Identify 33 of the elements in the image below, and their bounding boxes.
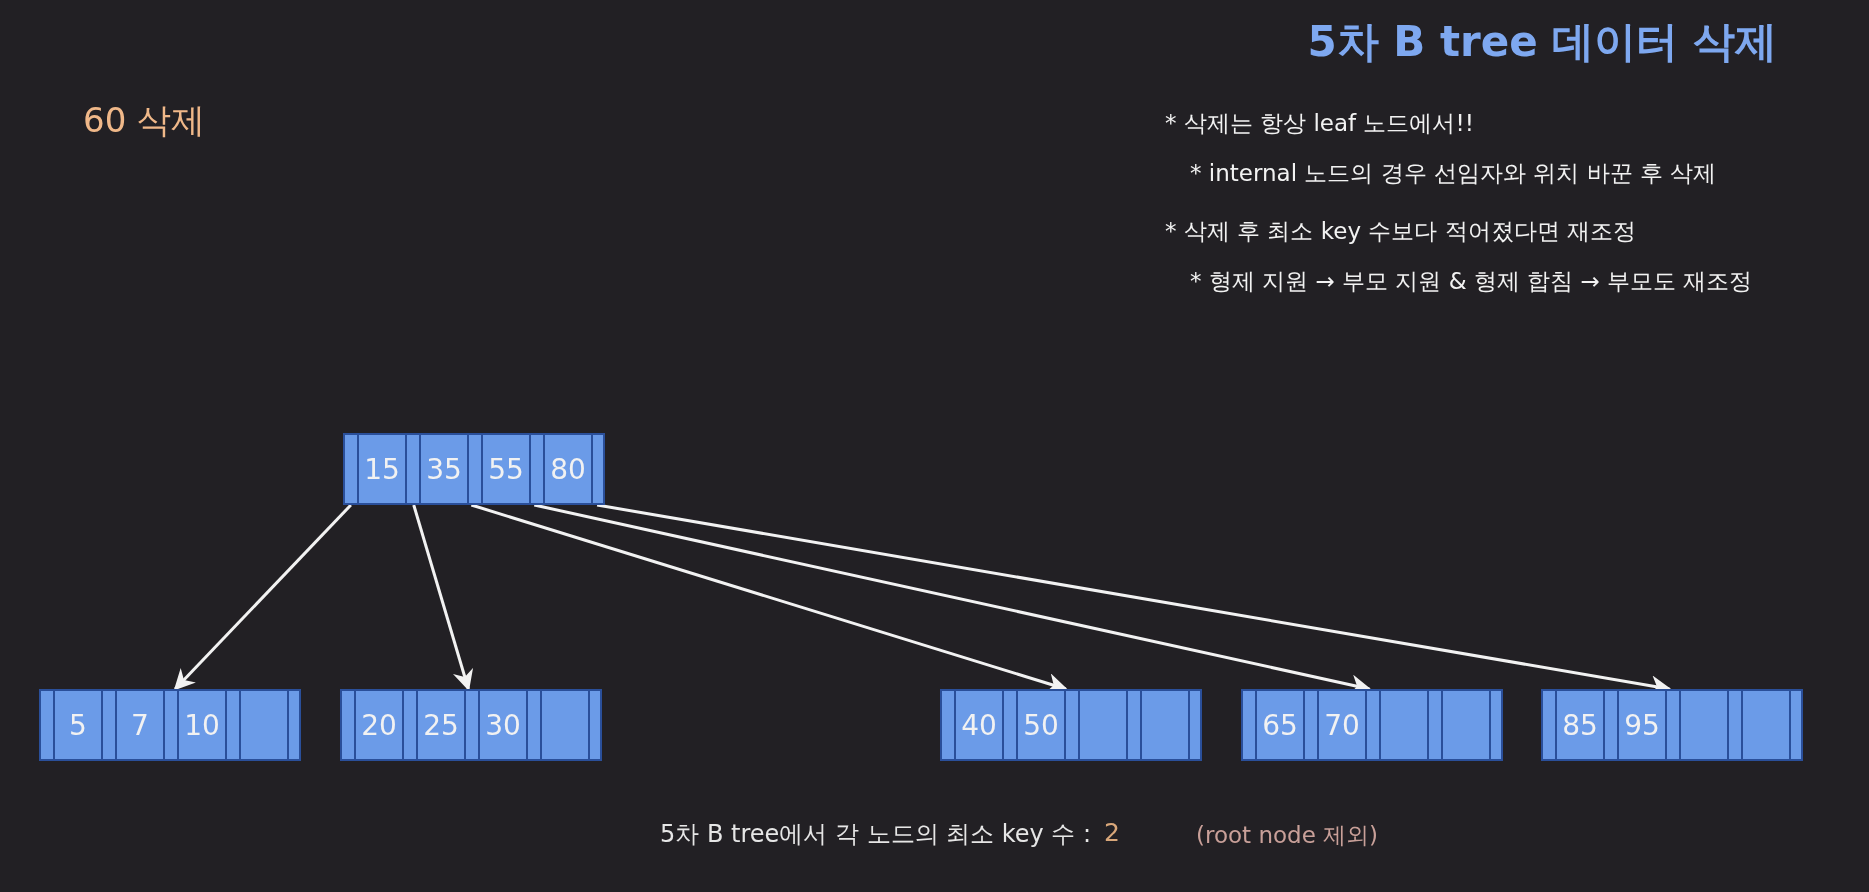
- note-text: * internal 노드의 경우 선임자와 위치 바꾼 후 삭제: [1190, 159, 1717, 188]
- btree-node: [1541, 689, 1803, 761]
- footnote-text: 5차 B tree에서 각 노드의 최소 key 수 :: [660, 819, 1092, 850]
- heading-note: 60 삭제: [83, 99, 206, 142]
- key-value: 15: [364, 452, 400, 486]
- note-text: * 삭제는 항상 leaf 노드에서!!: [1165, 109, 1474, 138]
- key-value: 20: [361, 708, 397, 742]
- key-value: 25: [423, 708, 459, 742]
- key-value: 7: [131, 708, 149, 742]
- btree-node: [340, 689, 602, 761]
- key-value: 55: [488, 452, 524, 486]
- footnote-text: (root node 제외): [1196, 821, 1379, 850]
- arrow: [173, 503, 352, 691]
- note-text: * 삭제 후 최소 key 수보다 적어졌다면 재조정: [1165, 217, 1636, 246]
- key-value: 65: [1262, 708, 1298, 742]
- key-value: 10: [184, 708, 220, 742]
- key-value: 85: [1562, 708, 1598, 742]
- btree-node: [940, 689, 1202, 761]
- key-value: 95: [1624, 708, 1660, 742]
- btree-node: [343, 433, 605, 505]
- key-value: 70: [1324, 708, 1360, 742]
- key-value: 40: [961, 708, 997, 742]
- key-value: 30: [485, 708, 521, 742]
- key-value: 5: [69, 708, 87, 742]
- title: 5차 B tree 데이터 삭제: [1307, 16, 1777, 68]
- value-text: 2: [1104, 818, 1120, 847]
- arrow: [412, 504, 474, 691]
- key-value: 80: [550, 452, 586, 486]
- btree-node: [39, 689, 301, 761]
- key-value: 50: [1023, 708, 1059, 742]
- note-text: * 형제 지원 → 부모 지원 & 형제 합침 → 부모도 재조정: [1190, 267, 1753, 296]
- key-value: 35: [426, 452, 462, 486]
- btree-node: [1241, 689, 1503, 761]
